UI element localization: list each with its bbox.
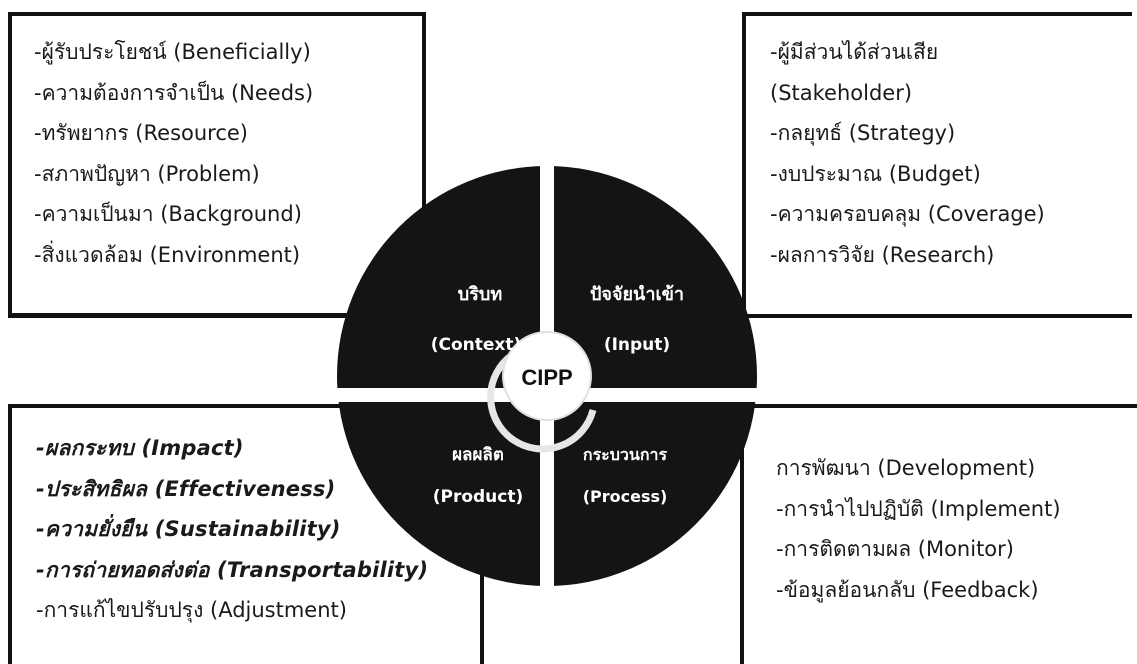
list-item: การพัฒนา (Development) <box>776 456 1036 480</box>
list-item: -ข้อมูลย้อนกลับ (Feedback) <box>776 577 1039 602</box>
product-quadrant-thai: ผลผลิต <box>452 445 504 465</box>
input-list: -ผู้มีส่วนได้ส่วนเสีย (Stakeholder) -กลย… <box>770 32 1132 275</box>
list-item: -ผู้รับประโยชน์ (Beneficially) <box>34 40 311 64</box>
process-quadrant-english: (Process) <box>583 487 668 506</box>
list-item: -ทรัพยากร (Resource) <box>34 121 248 145</box>
list-item: -การแก้ไขปรับปรุง (Adjustment) <box>36 598 347 622</box>
input-box: -ผู้มีส่วนได้ส่วนเสีย (Stakeholder) -กลย… <box>742 12 1132 318</box>
product-list: -ผลกระทบ (Impact) -ประสิทธิผล (Effective… <box>36 428 480 631</box>
list-item: -ผู้มีส่วนได้ส่วนเสีย <box>770 40 939 64</box>
list-item: -การติดตามผล (Monitor) <box>776 537 1014 561</box>
center-circle <box>502 331 592 421</box>
process-quadrant-thai: กระบวนการ <box>583 445 668 464</box>
context-quadrant-english: (Context) <box>431 335 522 355</box>
list-item: -สิ่งแวดล้อม (Environment) <box>34 242 301 267</box>
list-item: -ความยั่งยืน (Sustainability) <box>36 517 341 541</box>
input-quadrant-thai: ปัจจัยนำเข้า <box>590 284 684 305</box>
product-quadrant-english: (Product) <box>433 487 524 507</box>
list-item: -ประสิทธิผล (Effectiveness) <box>36 476 336 501</box>
list-item: -การนำไปปฏิบัติ (Implement) <box>776 496 1061 521</box>
list-item: -กลยุทธ์ (Strategy) <box>770 121 956 145</box>
cycle-arrow-icon <box>487 352 597 453</box>
list-item: -ความต้องการจำเป็น (Needs) <box>34 80 314 105</box>
list-item: -ความเป็นมา (Background) <box>34 202 302 226</box>
center-label: CIPP <box>521 365 572 390</box>
context-box: -ผู้รับประโยชน์ (Beneficially) -ความต้อง… <box>8 12 426 318</box>
list-item: -การถ่ายทอดส่งต่อ (Transportability) <box>36 557 429 582</box>
context-list: -ผู้รับประโยชน์ (Beneficially) -ความต้อง… <box>34 32 422 275</box>
list-item: -งบประมาณ (Budget) <box>770 161 981 186</box>
list-item: -ผลกระทบ (Impact) <box>36 436 244 460</box>
list-item: -ความครอบคลุม (Coverage) <box>770 202 1045 226</box>
process-box: การพัฒนา (Development) -การนำไปปฏิบัติ (… <box>740 404 1137 664</box>
context-quadrant-thai: บริบท <box>458 284 502 305</box>
list-item: (Stakeholder) <box>770 80 913 105</box>
list-item: -ผลการวิจัย (Research) <box>770 242 995 267</box>
process-list: การพัฒนา (Development) -การนำไปปฏิบัติ (… <box>776 448 1137 610</box>
list-item: -สภาพปัญหา (Problem) <box>34 161 260 186</box>
input-quadrant-english: (Input) <box>604 335 670 355</box>
